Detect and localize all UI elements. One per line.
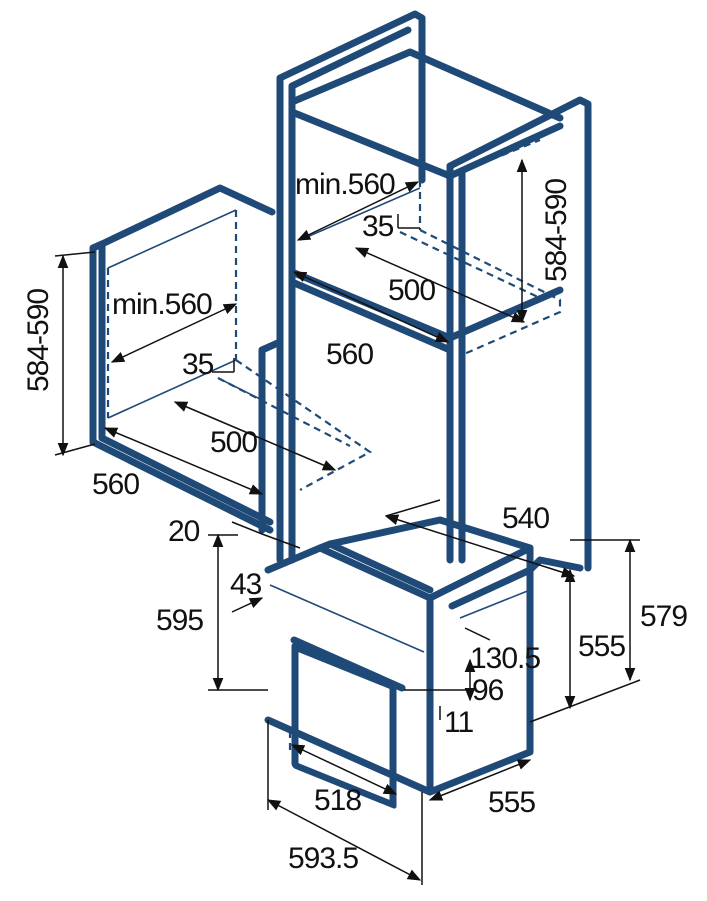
dimension-lines	[54, 158, 641, 885]
tall-depth-min-label: min.560	[295, 168, 395, 201]
oven-body-depth-label: 555	[488, 786, 535, 819]
oven-handle-offset-label: 96	[472, 674, 504, 707]
oven-gap-label: 20	[168, 515, 200, 548]
oven-overall-height-label: 579	[640, 600, 687, 633]
oven-depth-top-label: 540	[502, 502, 549, 535]
left-depth-min-label: min.560	[112, 288, 212, 321]
tall-width-label: 560	[326, 338, 373, 371]
oven-top-step-label: 130.5	[470, 642, 540, 675]
oven-overall-width-label: 593.5	[288, 842, 358, 875]
labels: min.560 584-590 35 500 560 min.560 35 50…	[22, 168, 688, 875]
left-base-depth-label: 500	[210, 426, 257, 459]
left-offset-label: 35	[182, 348, 214, 381]
oven-front-height-label: 595	[156, 604, 203, 637]
left-width-label: 560	[92, 468, 139, 501]
tall-base-depth-label: 500	[388, 274, 435, 307]
oven-window-width-label: 518	[314, 784, 361, 817]
oven-handle-depth-label: 11	[444, 706, 473, 739]
tall-offset-label: 35	[362, 210, 394, 243]
tall-height-range-label: 584-590	[540, 179, 573, 282]
oven-body-height-label: 555	[578, 630, 625, 663]
left-height-range-label: 584-590	[22, 289, 55, 392]
oven-panel-offset-label: 43	[230, 568, 262, 601]
